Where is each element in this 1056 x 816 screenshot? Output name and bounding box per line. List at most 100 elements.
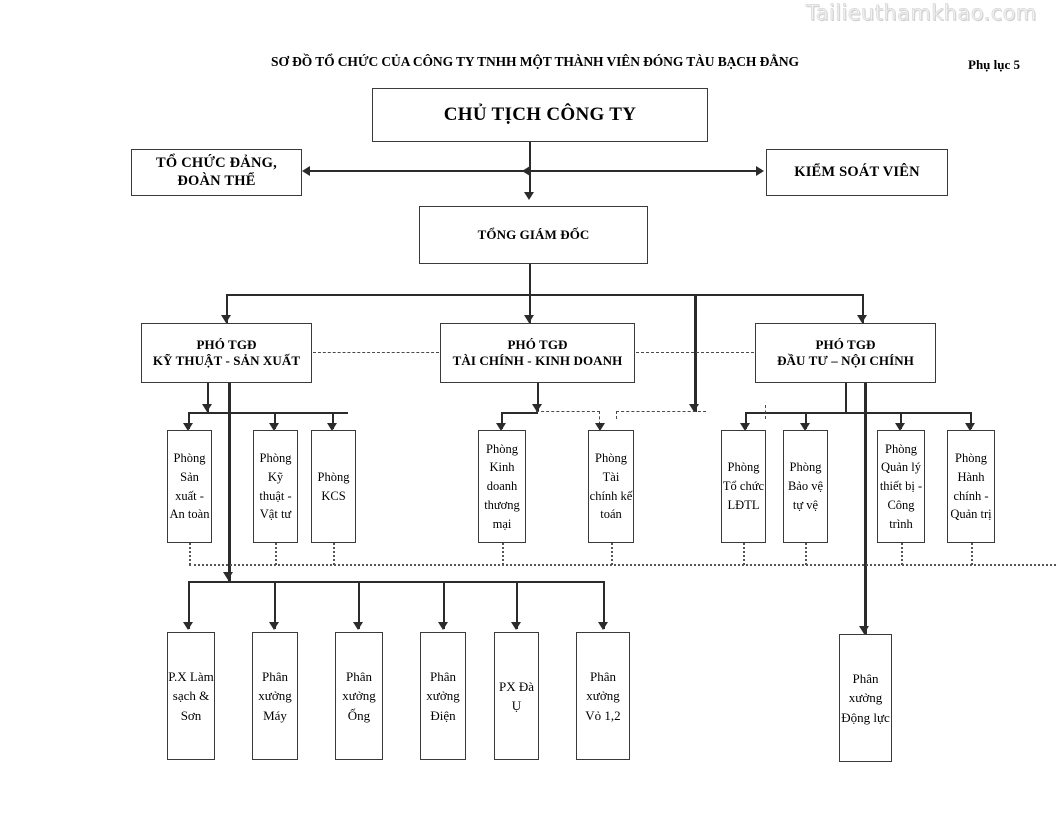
watermark-text: Tailieuthamkhao.com [806,1,1037,26]
node-dgm-tech-label-2: KỸ THUẬT - SẢN XUẤT [152,353,301,368]
connector-center-to-controller [531,170,758,172]
dotted-stem-dept9 [971,543,973,565]
node-party-label-2: ĐOÀN THỂ [177,172,256,189]
node-workshop-cleaning-painting[interactable]: P.X Làm sạch & Sơn [167,632,215,760]
arrowhead-dept4 [496,423,506,431]
arrowhead-shop3 [353,622,363,630]
connector-bus-to-shop2 [274,581,276,629]
arrowhead-dgm-fin-bus [532,404,542,412]
bus-finance-departments [501,412,538,414]
node-dept2-label: Phòng Kỹ thuật - Vật tư [259,451,292,522]
connector-dgm-inv-down [845,383,847,412]
connector-bus-to-dept4 [501,412,503,429]
node-dept8-label: Phòng Quản lý thiết bị - Công trình [879,441,923,531]
arrowhead-to-controller [756,166,764,176]
node-dept-technical-supply[interactable]: Phòng Kỹ thuật - Vật tư [253,430,298,543]
dotted-stem-dept1 [189,543,191,565]
dashed-drop-hr [616,411,617,419]
connector-bus-to-shop5 [516,581,518,629]
arrowhead-shop4 [438,622,448,630]
node-controller-label: KIỂM SOÁT VIÊN [794,163,920,180]
connector-bus-to-dept3 [332,412,334,429]
dotted-stem-dept8 [901,543,903,565]
dotted-stem-dept2 [275,543,277,565]
connector-dgm-fin-down [537,383,539,412]
node-dept-finance-accounting[interactable]: Phòng Tài chính kế toán [588,430,634,543]
node-dept-security[interactable]: Phòng Bảo vệ tự vệ [783,430,828,543]
node-dept-hr-labor[interactable]: Phòng Tổ chức LĐTL [721,430,766,543]
connector-party-to-center [310,170,528,172]
node-dgm-inv-label-1: PHÓ TGĐ [815,337,876,353]
connector-bus-to-shop3 [358,581,360,629]
node-dept9-label: Phòng Hành chính - Quản trị [950,451,992,522]
connector-gm-down [529,264,531,295]
node-dgm-inv-label-2: ĐẦU TƯ – NỘI CHÍNH [777,353,914,368]
connector-bus-to-dgm-tech [226,294,228,323]
arrowhead-chairman-to-gm [524,192,534,200]
node-dept5-label: Phòng Tài chính kế toán [589,451,633,522]
connector-bus-to-shop6 [603,581,605,629]
node-gm-label: TỔNG GIÁM ĐỐC [477,227,590,243]
node-dept3-label: Phòng KCS [317,469,350,503]
node-dept-equipment-works[interactable]: Phòng Quản lý thiết bị - Công trình [877,430,925,543]
node-deputy-gm-finance[interactable]: PHÓ TGĐ TÀI CHÍNH - KINH DOANH [440,323,635,383]
arrowhead-dept7 [800,423,810,431]
node-dept-commercial-business[interactable]: Phòng Kinh doanh thương mại [478,430,526,543]
arrowhead-dept3 [327,423,337,431]
node-party-label-1: TỔ CHỨC ĐẢNG, [156,154,277,171]
node-general-manager[interactable]: TỔNG GIÁM ĐỐC [419,206,648,264]
node-shop4-label: Phân xưởng Điện [426,668,460,723]
node-workshop-slipway-dock[interactable]: PX Đà Ụ [494,632,539,760]
dashed-drop-accounting [599,411,600,430]
node-workshop-hull[interactable]: Phân xưởng Vỏ 1,2 [576,632,630,760]
dotted-stem-dept3 [333,543,335,565]
node-chairman[interactable]: CHỦ TỊCH CÔNG TY [372,88,708,142]
arrowhead-to-party [302,166,310,176]
connector-bus-to-shop1 [188,581,190,629]
node-shop7-label: Phân xưởng Động lực [841,670,890,725]
node-dgm-fin-label-2: TÀI CHÍNH - KINH DOANH [452,353,623,368]
bus-investment-departments [745,412,971,414]
bus-technical-departments [188,412,348,414]
node-shop2-label: Phân xưởng Máy [258,668,292,723]
node-chairman-label: CHỦ TỊCH CÔNG TY [443,104,637,126]
node-dept-kcs[interactable]: Phòng KCS [311,430,356,543]
node-deputy-gm-technical[interactable]: PHÓ TGĐ KỸ THUẬT - SẢN XUẤT [141,323,312,383]
arrowhead-dept5-dashed [595,423,605,431]
node-workshop-piping[interactable]: Phân xưởng Ống [335,632,383,760]
dotted-stem-dept7 [805,543,807,565]
node-workshop-power[interactable]: Phân xưởng Động lực [839,634,892,762]
connector-bus-to-dept7 [805,412,807,429]
node-workshop-machinery[interactable]: Phân xưởng Máy [252,632,298,760]
node-dept7-label: Phòng Bảo vệ tự vệ [787,460,824,512]
node-party-organization[interactable]: TỔ CHỨC ĐẢNG, ĐOÀN THỂ [131,149,302,196]
node-dept-admin[interactable]: Phòng Hành chính - Quản trị [947,430,995,543]
dashed-drop-hr-2 [765,405,766,419]
connector-chairman-stem [529,142,531,170]
node-workshop-electrical[interactable]: Phân xưởng Điện [420,632,466,760]
arrowhead-dgm-fin [524,315,534,323]
dotted-stem-dept4 [502,543,504,565]
bus-deputy-gm [226,294,863,296]
dashed-link-finance-hr [616,411,706,412]
arrowhead-gm-to-dept-hr [689,404,699,412]
node-shop6-label: Phân xưởng Vỏ 1,2 [585,668,621,723]
connector-bus-to-shop4 [443,581,445,629]
dashed-link-finance-accounting [536,411,600,412]
arrowhead-dept9 [965,423,975,431]
arrowhead-shop2 [269,622,279,630]
node-controller[interactable]: KIỂM SOÁT VIÊN [766,149,948,196]
connector-bus-to-dept6b [745,412,747,429]
page-title: SƠ ĐỒ TỔ CHỨC CỦA CÔNG TY TNHH MỘT THÀNH… [271,54,799,69]
connector-bus-to-dept8 [900,412,902,429]
node-dept-production-safety[interactable]: Phòng Sản xuất - An toàn [167,430,212,543]
node-dept1-label: Phòng Sản xuất - An toàn [169,451,210,522]
node-deputy-gm-investment[interactable]: PHÓ TGĐ ĐẦU TƯ – NỘI CHÍNH [755,323,936,383]
arrowhead-dept8 [895,423,905,431]
arrowhead-shop5 [511,622,521,630]
arrowhead-shop1 [183,622,193,630]
node-shop1-label: P.X Làm sạch & Sơn [168,668,214,723]
peer-link-tech-finance [313,352,439,353]
node-shop3-label: Phân xưởng Ống [342,668,376,723]
